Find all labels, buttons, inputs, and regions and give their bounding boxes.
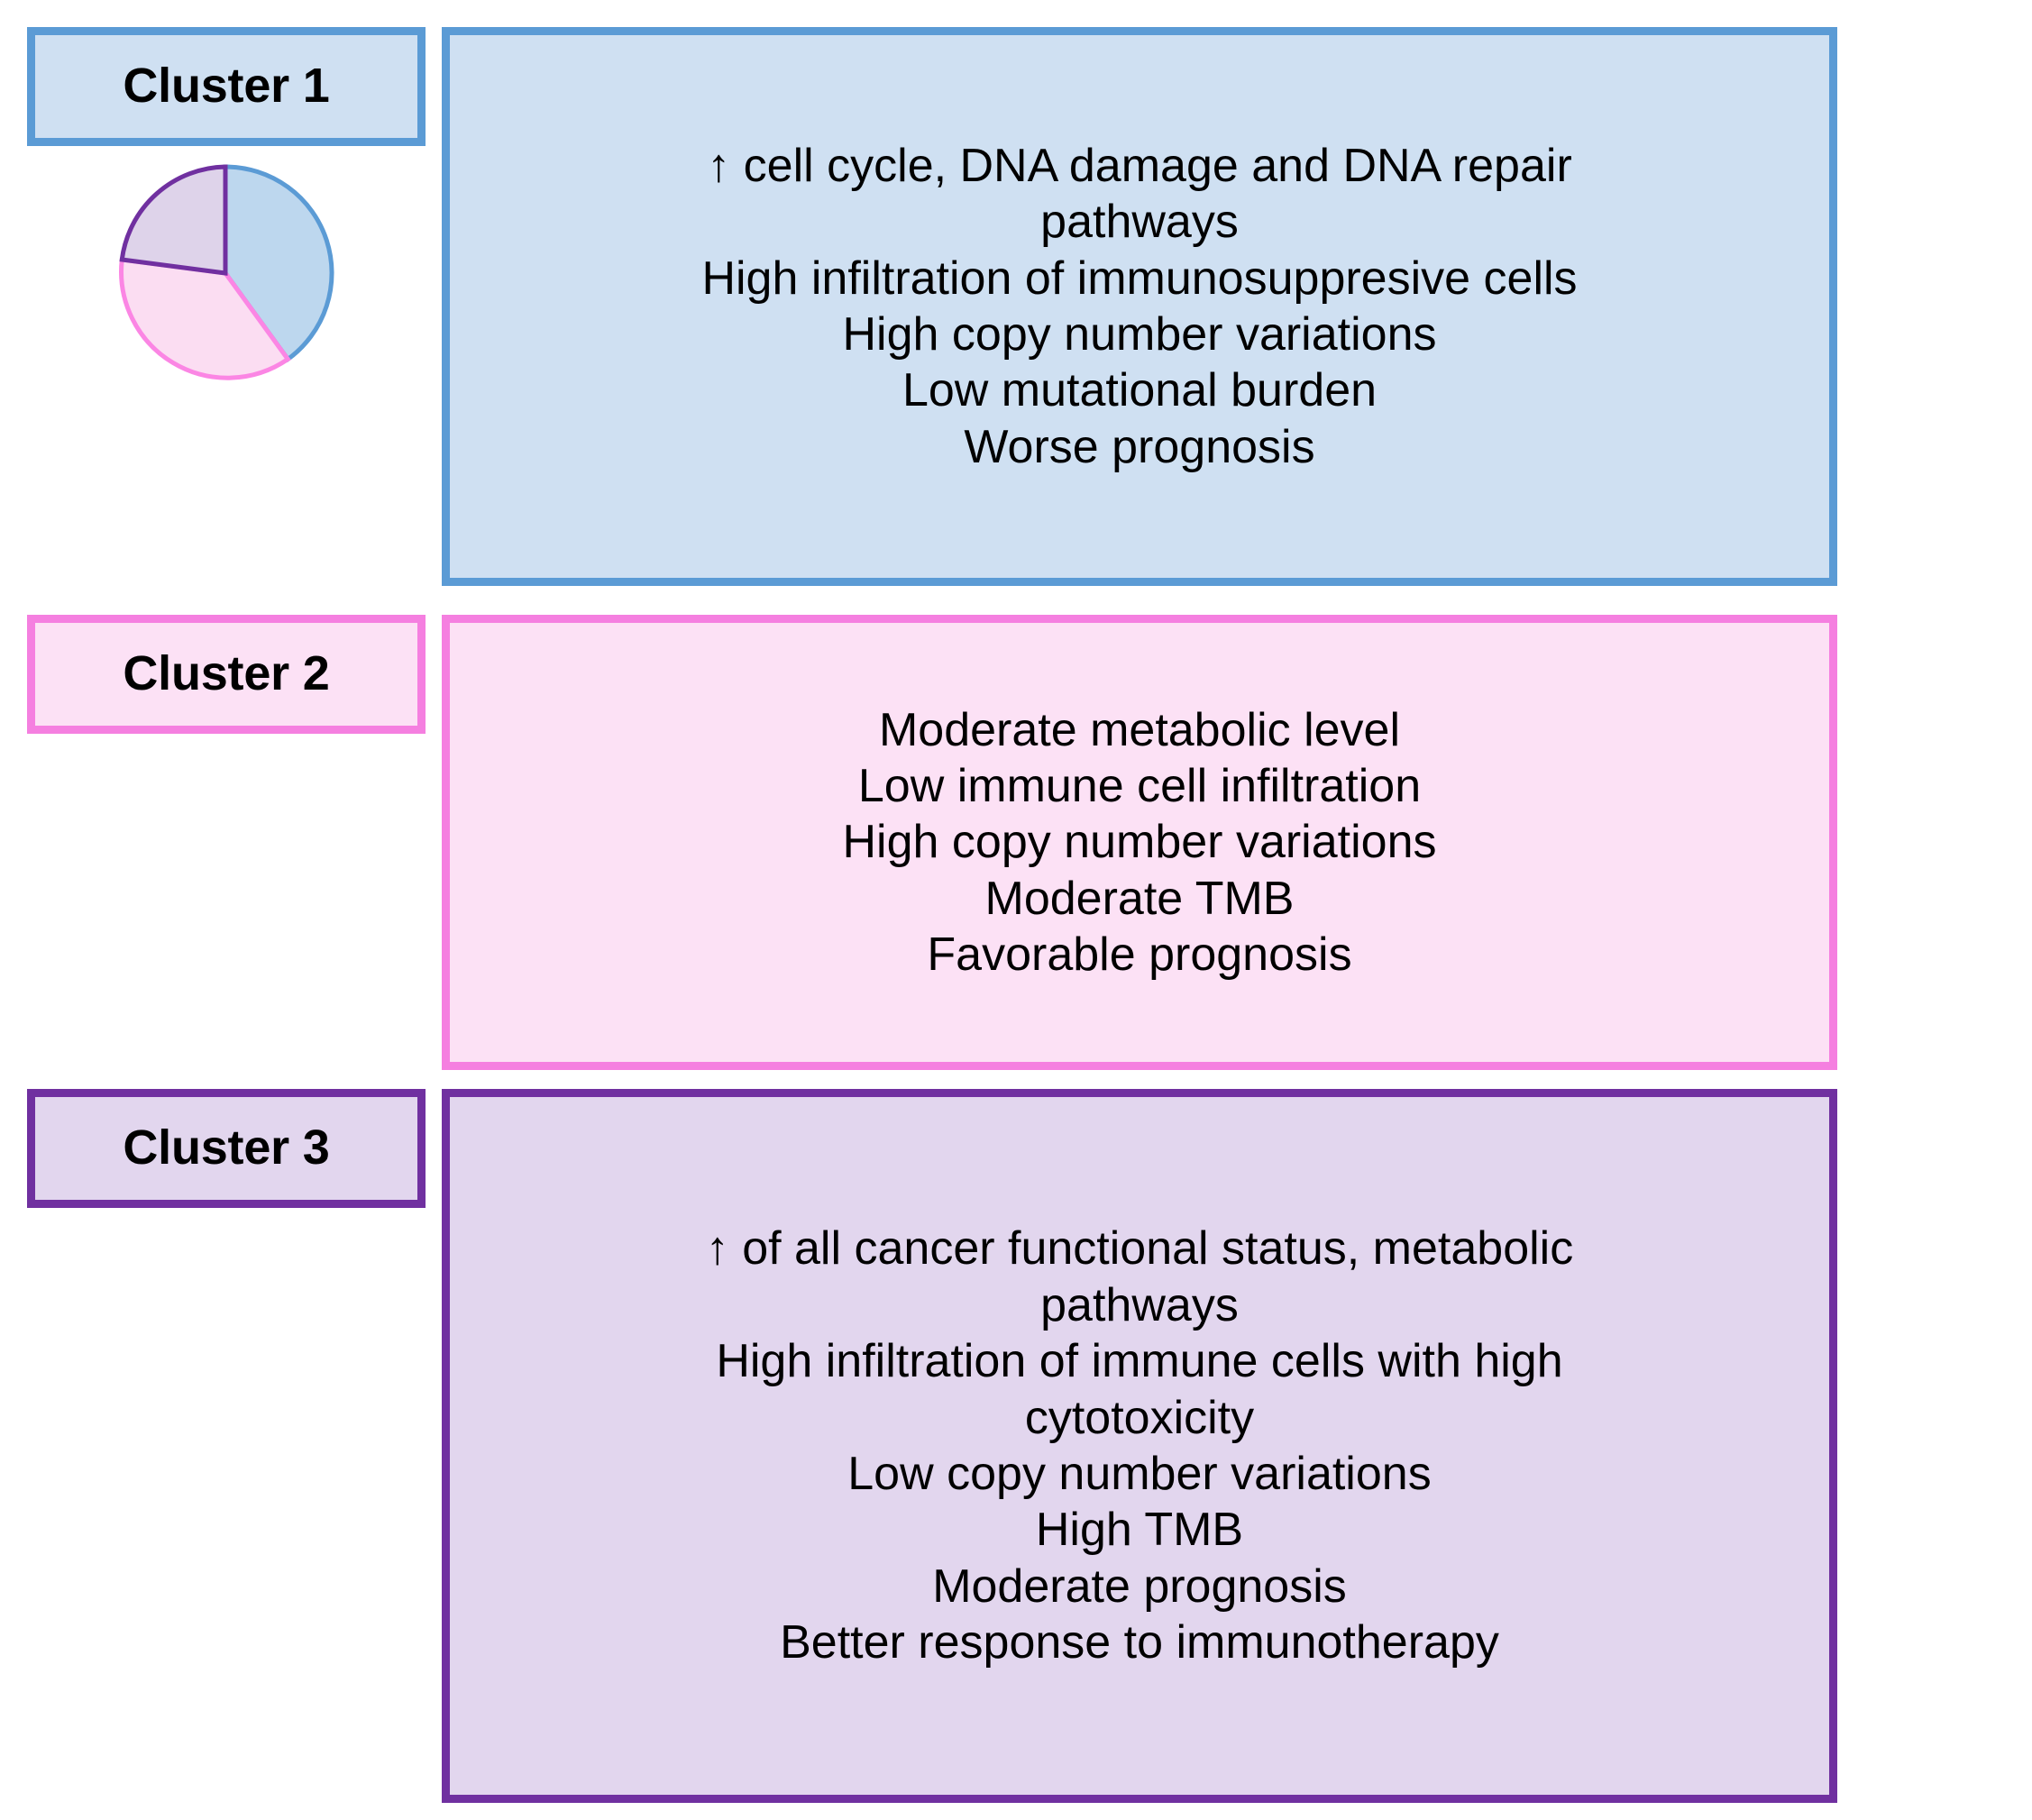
cluster-1-label-text: Cluster 1 [123, 59, 330, 114]
cluster-3-content-box: ↑ of all cancer functional status, metab… [442, 1089, 1837, 1803]
cluster-1-feature-line: pathways [1040, 196, 1239, 249]
cluster-3-feature-line: Better response to immunotherapy [780, 1616, 1499, 1669]
cluster-3-feature-line: High TMB [1035, 1504, 1244, 1557]
cluster-2-feature-line: High copy number variations [842, 816, 1437, 869]
cluster-2-feature-line: Moderate TMB [984, 872, 1295, 925]
cluster-1-feature-line: Low mutational burden [902, 364, 1378, 417]
cluster-3-label-text: Cluster 3 [123, 1120, 330, 1175]
cluster-2-label-box: Cluster 2 [27, 615, 426, 734]
cluster-2-label-text: Cluster 2 [123, 646, 330, 701]
cluster-1-label-box: Cluster 1 [27, 27, 426, 146]
cluster-2-feature-line: Favorable prognosis [927, 928, 1352, 982]
cluster-3-feature-line: pathways [1040, 1278, 1239, 1331]
cluster-3-feature-line: cytotoxicity [1024, 1391, 1255, 1444]
cluster-2-feature-list: Moderate metabolic level Low immune cell… [843, 702, 1437, 983]
cluster-1-feature-line: ↑ cell cycle, DNA damage and DNA repair [707, 139, 1572, 192]
pie-slice-cluster-1 [223, 164, 334, 362]
cluster-1-feature-line: High infiltration of immunosuppresive ce… [701, 252, 1578, 305]
cluster-3-feature-line: Moderate prognosis [932, 1559, 1347, 1613]
pie-slice-cluster-2 [119, 257, 291, 380]
cluster-1-feature-line: High copy number variations [842, 308, 1437, 361]
cluster-proportion-pie-chart [119, 164, 334, 380]
cluster-2-feature-line: Low immune cell infiltration [857, 759, 1422, 812]
cluster-1-content-box: ↑ cell cycle, DNA damage and DNA repair … [442, 27, 1837, 586]
pie-slice-cluster-3 [119, 164, 228, 276]
cluster-3-feature-line: Low copy number variations [847, 1448, 1432, 1500]
cluster-2-feature-line: Moderate metabolic level [878, 703, 1401, 756]
cluster-1-feature-list: ↑ cell cycle, DNA damage and DNA repair … [701, 138, 1577, 475]
cluster-3-label-box: Cluster 3 [27, 1089, 426, 1208]
cluster-2-content-box: Moderate metabolic level Low immune cell… [442, 615, 1837, 1070]
cluster-1-feature-line: Worse prognosis [964, 420, 1315, 473]
cluster-3-feature-list: ↑ of all cancer functional status, metab… [706, 1221, 1573, 1670]
cluster-3-feature-line: ↑ of all cancer functional status, metab… [705, 1222, 1574, 1276]
cluster-3-feature-line: High infiltration of immune cells with h… [716, 1335, 1563, 1388]
